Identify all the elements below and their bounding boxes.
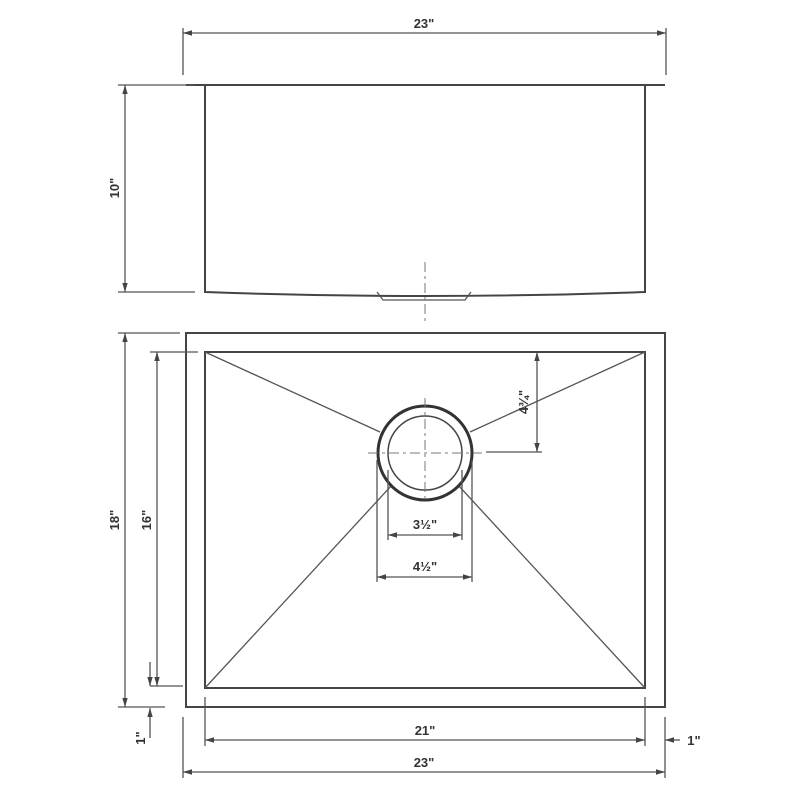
sink-bowl-profile: [204, 85, 646, 297]
slope-line: [469, 351, 646, 433]
plan-view: 4¾" 3½" 4½" 18" 16" 1" 21": [107, 332, 701, 778]
slope-line: [204, 484, 393, 689]
sink-inner-bowl: [204, 351, 646, 689]
elevation-depth-label: 10": [107, 178, 122, 199]
slope-line: [204, 351, 381, 433]
sink-outer-rim: [185, 332, 666, 708]
inner-length-label: 16": [139, 510, 154, 531]
elevation-view: 23" 10": [107, 16, 667, 322]
slope-line: [457, 484, 646, 689]
flange-right-label: 1": [687, 733, 700, 748]
drain-offset-label: 4¾": [516, 390, 531, 414]
drain-inner-label: 3½": [413, 517, 437, 532]
elevation-width-label: 23": [414, 16, 435, 31]
inner-width-label: 21": [415, 723, 436, 738]
outer-width-label: 23": [414, 755, 435, 770]
outer-length-label: 18": [107, 510, 122, 531]
flange-side-label: 1": [133, 731, 148, 744]
drain-profile: [376, 291, 472, 301]
drain-outer-label: 4½": [413, 559, 437, 574]
